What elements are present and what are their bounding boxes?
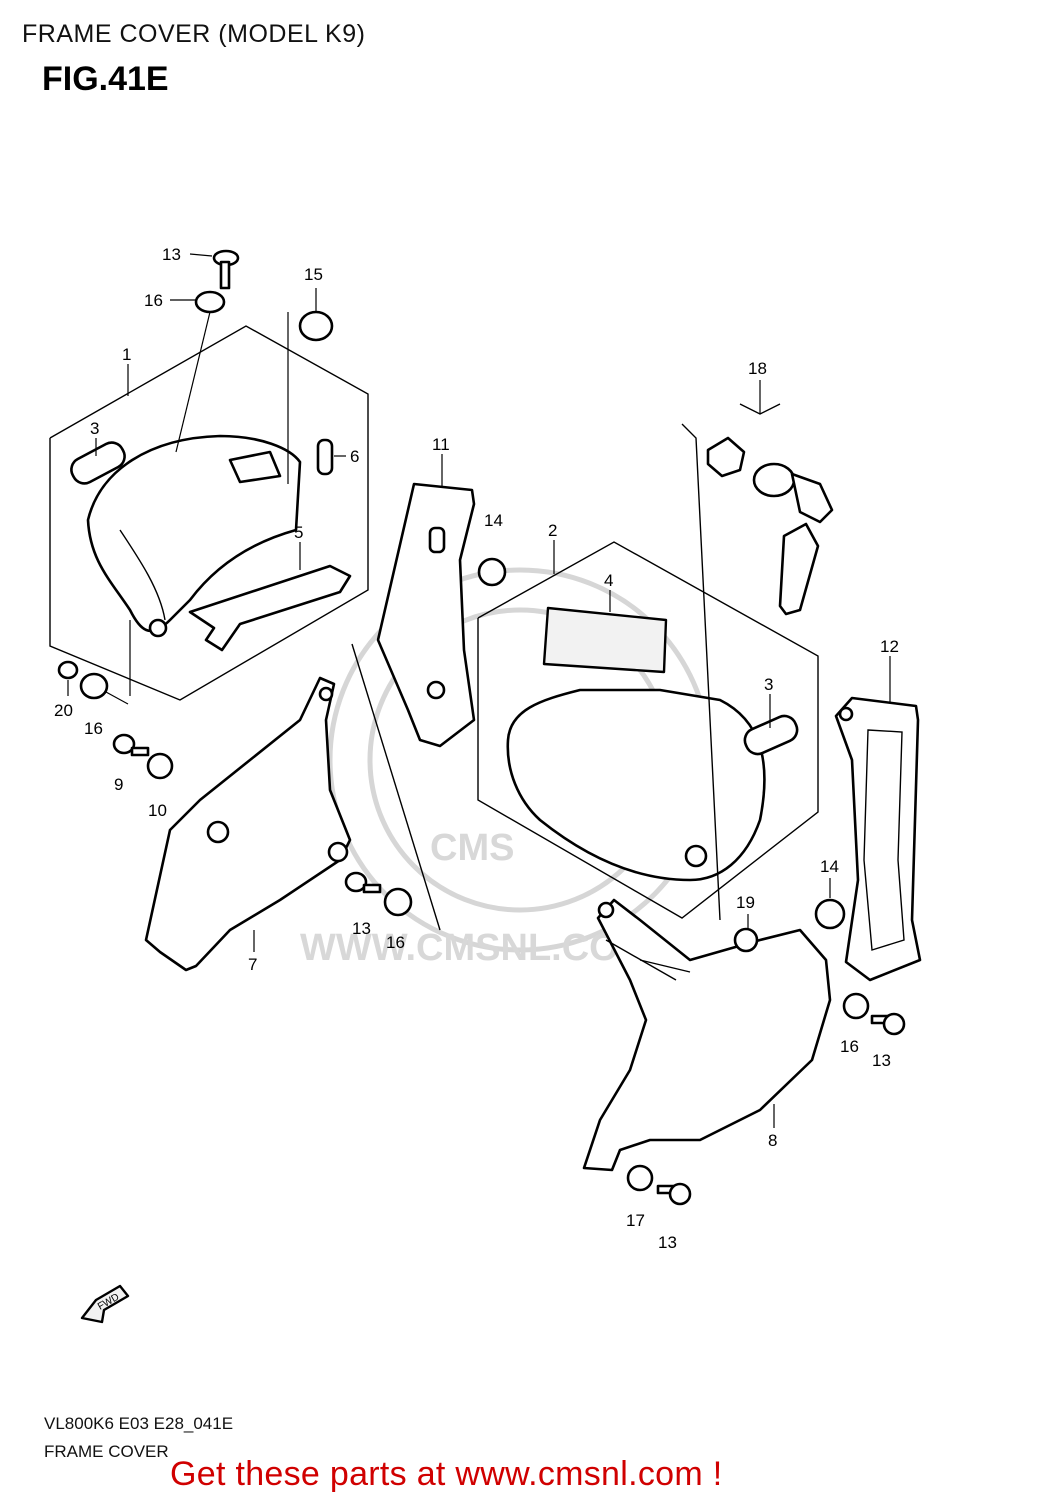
callout-labels: 13 16 15 1 3 6 5 20 16 9 10 7 13 16 11 1… — [54, 245, 899, 1252]
promo-link-text[interactable]: Get these parts at www.cmsnl.com ! — [170, 1455, 723, 1493]
callout-18: 18 — [748, 359, 767, 378]
part-5-plate — [188, 564, 352, 652]
part-16-grommet-left — [79, 672, 109, 700]
part-3-emblem-left — [70, 441, 126, 485]
watermark-text: WWW.CMSNL.COM — [300, 927, 650, 969]
part-10-grommet — [146, 752, 174, 780]
callout-13: 13 — [162, 245, 181, 264]
part-7-lower-cover — [144, 676, 352, 972]
diagram-code: VL800K6 E03 E28_041E — [44, 1414, 234, 1433]
callout-17: 17 — [626, 1211, 645, 1230]
watermark-logo: CMS — [430, 827, 514, 869]
callout-3: 3 — [764, 675, 773, 694]
part-17-grommet — [626, 1164, 654, 1192]
part-3-emblem-right — [743, 714, 799, 756]
callout-8: 8 — [768, 1131, 777, 1150]
callout-2: 2 — [548, 521, 557, 540]
part-18-lock-set — [681, 403, 834, 921]
part-group-2-outline — [477, 541, 819, 919]
part-16-grommet-top — [194, 290, 226, 314]
callout-13: 13 — [658, 1233, 677, 1252]
figure-title: FIG.41E — [42, 60, 169, 98]
part-13-screw-right — [870, 1012, 906, 1036]
callout-10: 10 — [148, 801, 167, 820]
watermark: CMS WWW.CMSNL.COM — [300, 567, 713, 969]
callout-11: 11 — [432, 435, 450, 454]
callout-19: 19 — [736, 893, 755, 912]
part-14-grommet-right — [814, 898, 846, 930]
part-4-label — [542, 606, 668, 674]
callout-9: 9 — [114, 775, 123, 794]
part-11-bracket — [351, 482, 476, 931]
part-12-side-bracket — [834, 696, 922, 982]
callout-20: 20 — [54, 701, 73, 720]
part-16-grommet-mid — [383, 887, 413, 917]
callout-15: 15 — [304, 265, 323, 284]
part-13-screw-mid — [344, 871, 382, 894]
callout-13: 13 — [352, 919, 371, 938]
part-13-screw-top — [212, 249, 240, 290]
part-1-frame-cover-left — [86, 434, 302, 638]
part-14-grommet-mid — [477, 557, 507, 587]
fwd-label: FWD — [96, 1292, 121, 1313]
callout-7: 7 — [248, 955, 257, 974]
part-13-screw-bottom — [656, 1182, 692, 1206]
part-9-screw — [112, 733, 150, 757]
part-group-1-outline — [49, 325, 369, 701]
callout-16: 16 — [840, 1037, 859, 1056]
callout-1: 1 — [122, 345, 131, 364]
callout-13: 13 — [872, 1051, 891, 1070]
diagram-name: FRAME COVER — [44, 1442, 169, 1461]
callout-12: 12 — [880, 637, 899, 656]
section-title: FRAME COVER (MODEL K9) — [22, 20, 366, 48]
leader-lines — [67, 253, 891, 1128]
callout-16: 16 — [144, 291, 163, 310]
part-20-bolt — [57, 660, 79, 680]
part-2-frame-cover-right — [506, 688, 766, 882]
part-6-pin — [316, 438, 334, 476]
callout-14: 14 — [484, 511, 503, 530]
part-15-grommet — [298, 310, 334, 342]
callout-16: 16 — [84, 719, 103, 738]
callout-5: 5 — [294, 523, 303, 542]
part-19-grommet — [733, 927, 759, 953]
callout-6: 6 — [350, 447, 359, 466]
forward-arrow-icon: FWD — [80, 1284, 130, 1324]
callout-3: 3 — [90, 419, 99, 438]
callout-16: 16 — [386, 933, 405, 952]
part-8-lower-cover — [582, 898, 832, 1172]
callout-14: 14 — [820, 857, 839, 876]
part-16-grommet-right — [842, 992, 870, 1020]
callout-4: 4 — [604, 571, 613, 590]
